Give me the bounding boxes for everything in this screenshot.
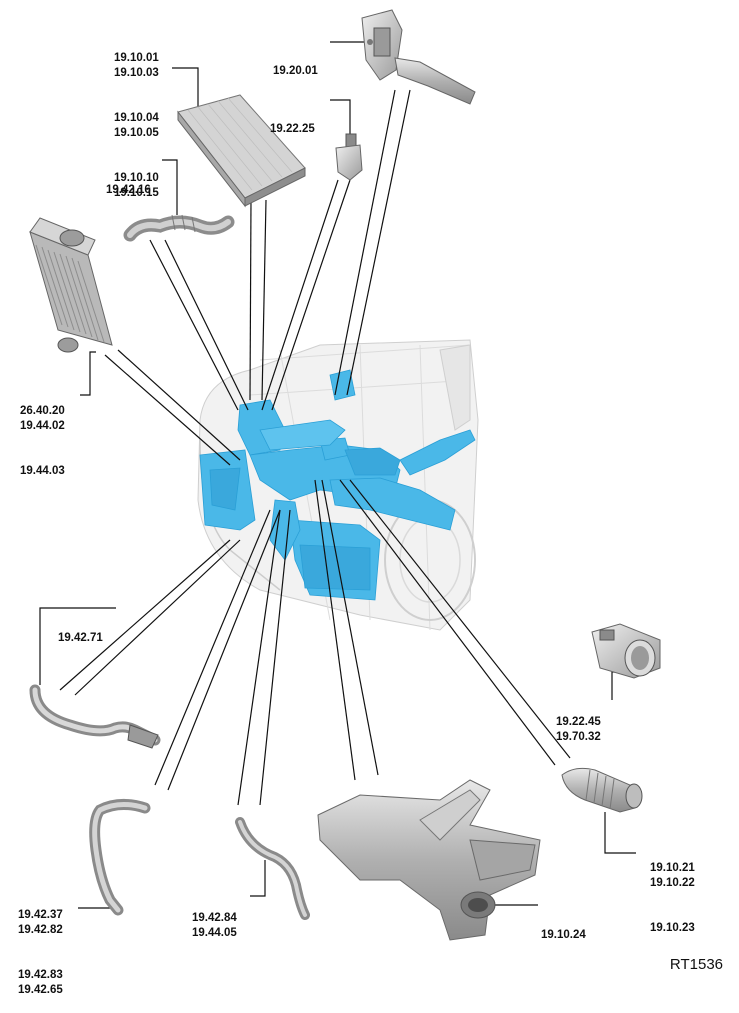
exploded-parts-diagram <box>29 9 661 941</box>
engine-bay-illustration <box>197 339 479 631</box>
intake-system-highlight <box>199 369 476 601</box>
air-intake-duct <box>561 767 643 813</box>
label-pointers <box>39 41 636 909</box>
label-intercooler-pipe: 19.42.71 <box>58 632 103 644</box>
figure-reference: RT1536 <box>669 956 723 973</box>
label-accelerator-pedal: 19.20.01 <box>273 65 318 77</box>
label-air-cleaner-housing: 19.10.24 <box>541 929 586 941</box>
air-cleaner-housing <box>317 779 541 941</box>
hose-small <box>235 817 310 920</box>
intercooler-pipe <box>29 684 161 749</box>
air-filter-element <box>177 94 306 208</box>
label-maf-sensor: 19.22.25 <box>270 123 315 135</box>
intake-hose-upper <box>123 214 235 242</box>
label-intake-hose-upper: 19.42.16 <box>106 184 151 196</box>
leader-lines <box>59 89 571 806</box>
intercooler <box>29 217 113 353</box>
coolant-hose-long <box>89 799 151 916</box>
accelerator-pedal <box>361 9 476 105</box>
maf-sensor <box>335 133 363 181</box>
throttle-body <box>591 623 661 679</box>
